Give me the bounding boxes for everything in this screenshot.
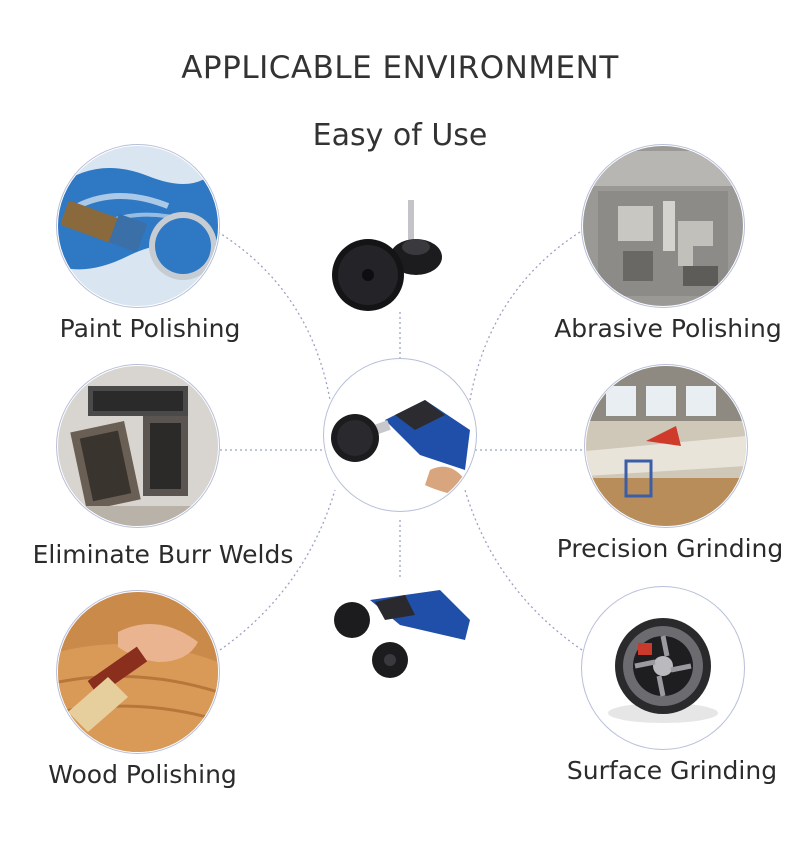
wood-polishing-image <box>58 592 218 752</box>
abrasive-polishing-label: Abrasive Polishing <box>554 314 782 343</box>
surface-grinding-label: Surface Grinding <box>566 756 778 785</box>
abrasive-polishing-image <box>583 146 743 306</box>
paint-polishing-image <box>58 146 218 306</box>
abrasive-disc-product-image <box>328 195 474 315</box>
eliminate-burr-welds-label: Eliminate Burr Welds <box>32 540 294 569</box>
precision-grinding-label: Precision Grinding <box>556 534 784 563</box>
page-subtitle: Easy of Use <box>312 118 488 153</box>
paint-polishing-label: Paint Polishing <box>59 314 241 343</box>
air-grinder-image <box>325 360 475 510</box>
wood-polishing-label: Wood Polishing <box>48 760 237 789</box>
surface-grinding-image <box>583 588 743 748</box>
page-title: APPLICABLE ENVIRONMENT <box>181 50 619 86</box>
eliminate-burr-welds-image <box>58 366 218 526</box>
precision-grinding-image <box>586 366 746 526</box>
grinder-kit-product-image <box>330 580 476 680</box>
